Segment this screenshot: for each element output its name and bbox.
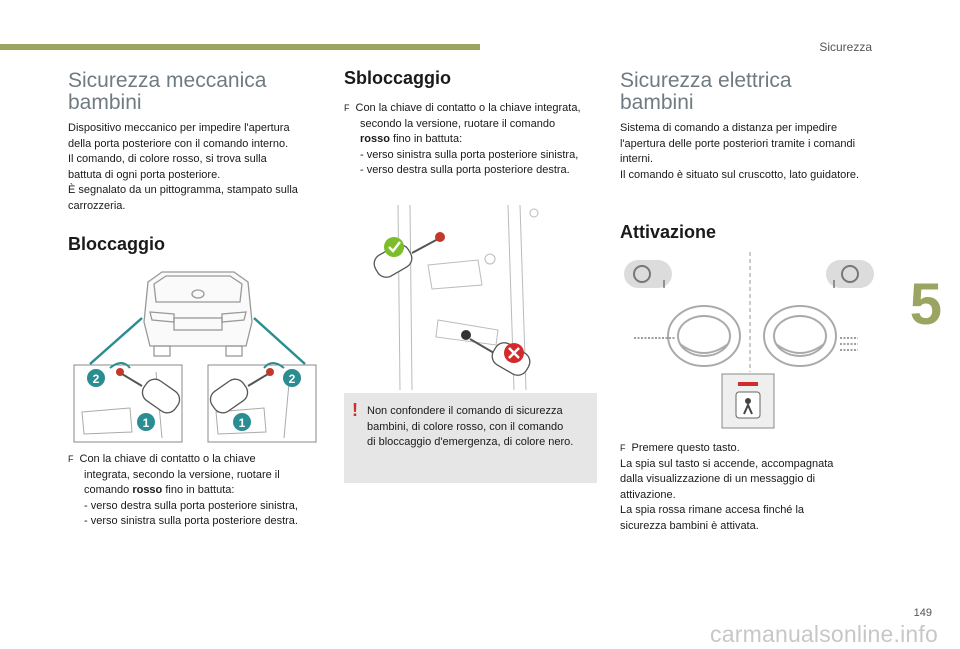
steering-icon-right bbox=[826, 260, 874, 288]
right-intro: Sistema di comando a distanza per impedi… bbox=[620, 122, 860, 181]
teal-arrow-left bbox=[89, 317, 143, 365]
chapter-number: 5 bbox=[909, 272, 942, 337]
page-number: 149 bbox=[913, 607, 932, 619]
step-label: 1 bbox=[239, 416, 246, 430]
step-badge bbox=[87, 369, 105, 387]
bullet-mark: F bbox=[68, 454, 74, 464]
child-lock-mechanical-illustration: 2 2 1 1 bbox=[73, 271, 317, 443]
steering-wheel-right bbox=[763, 305, 837, 367]
step-label: 1 bbox=[143, 416, 150, 430]
middle-subtitle: Sbloccaggio bbox=[344, 68, 452, 88]
warning-box bbox=[344, 393, 597, 483]
bullet-mark: F bbox=[344, 103, 350, 113]
step-badge bbox=[137, 413, 155, 431]
section-label: Sicurezza bbox=[819, 40, 872, 54]
right-subtitle: Attivazione bbox=[620, 222, 717, 242]
warning-icon: ! bbox=[352, 400, 358, 420]
teal-arrow-right bbox=[253, 317, 306, 365]
child-lock-button bbox=[721, 373, 775, 429]
step-label: 2 bbox=[289, 372, 296, 386]
step-badge bbox=[283, 369, 301, 387]
watermark: carmanualsonline.info bbox=[710, 621, 938, 647]
key-fob-icon-lower bbox=[461, 330, 531, 376]
car-rear-image bbox=[143, 271, 253, 357]
check-icon bbox=[384, 237, 404, 257]
child-lock-unlock-illustration bbox=[373, 205, 539, 390]
child-icon bbox=[745, 398, 751, 404]
left-intro: Dispositivo meccanico per impedire l'ape… bbox=[68, 122, 298, 212]
steering-wheel-left bbox=[667, 305, 741, 367]
left-subtitle: Bloccaggio bbox=[68, 234, 166, 254]
red-indicator-light bbox=[738, 382, 758, 386]
warning-text: Non confondere il comando di sicurezza b… bbox=[367, 405, 574, 448]
key-fob-icon-left bbox=[116, 368, 181, 414]
child-lock-electric-illustration bbox=[624, 252, 874, 429]
step-badge bbox=[233, 413, 251, 431]
key-fob-icon-upper bbox=[373, 232, 445, 278]
steering-icon-left bbox=[624, 260, 672, 288]
key-fob-icon-right bbox=[209, 368, 274, 414]
bullet-mark: F bbox=[620, 443, 626, 453]
step-label: 2 bbox=[93, 372, 100, 386]
header-accent-bar bbox=[0, 44, 480, 50]
